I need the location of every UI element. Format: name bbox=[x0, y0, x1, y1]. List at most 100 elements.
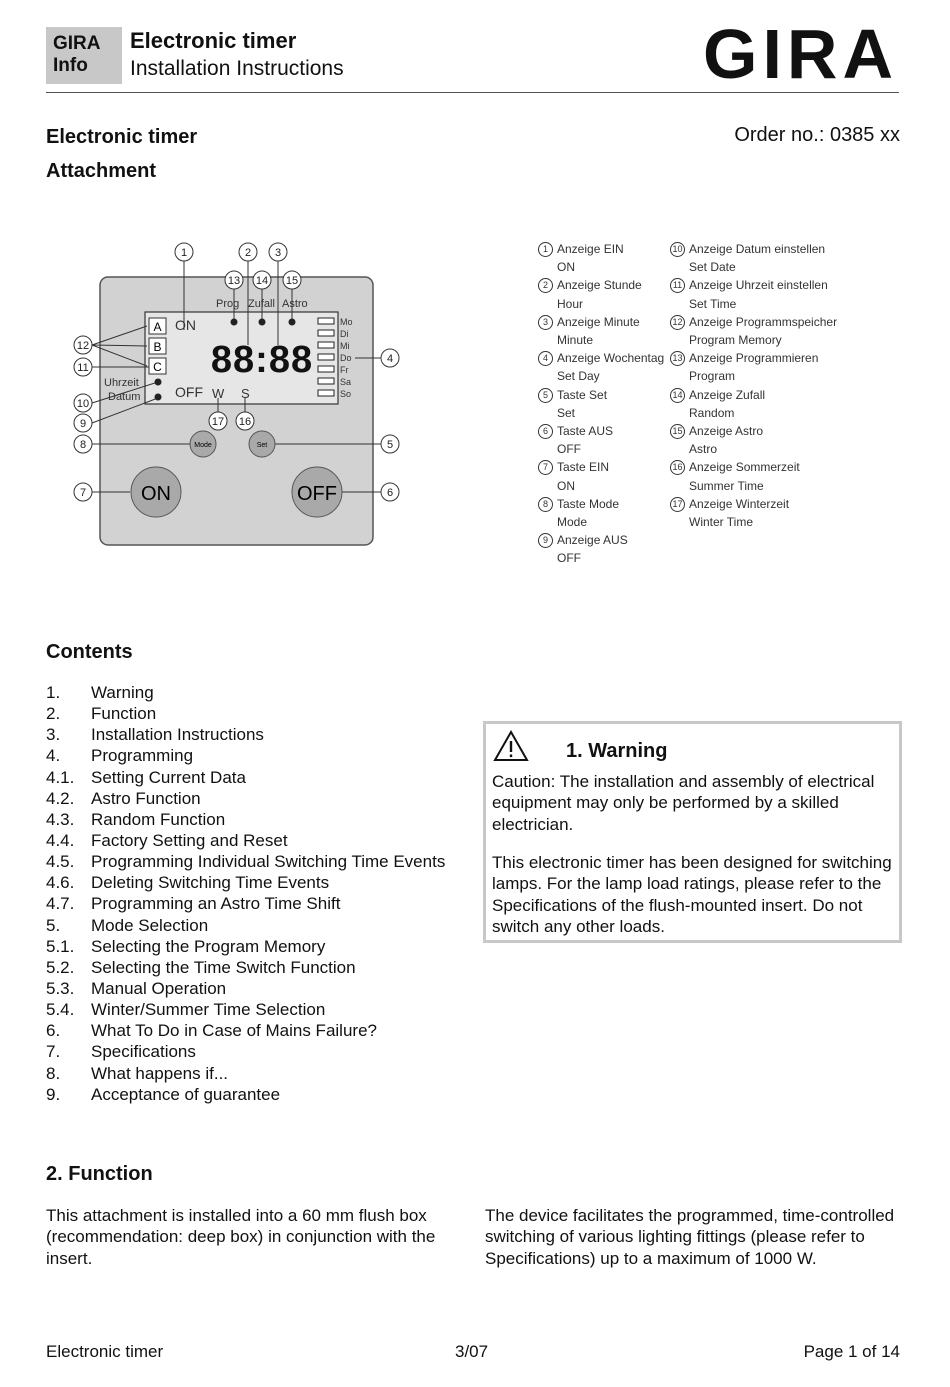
toc-item: 1.Warning bbox=[46, 683, 154, 702]
day-mo: Mo bbox=[340, 317, 353, 327]
on-button-label: ON bbox=[141, 483, 171, 505]
set-button-label: Set bbox=[257, 442, 268, 449]
callout-16: 16 bbox=[239, 416, 251, 428]
callout-3: 3 bbox=[275, 247, 281, 259]
day-fr: Fr bbox=[340, 365, 349, 375]
off-button-label: OFF bbox=[297, 483, 337, 505]
toc-item: 6.What To Do in Case of Mains Failure? bbox=[46, 1021, 377, 1041]
warning-triangle-icon bbox=[493, 730, 529, 761]
badge-line1: GIRA bbox=[53, 33, 101, 54]
callout-14: 14 bbox=[256, 275, 268, 287]
toc-item: 5.Mode Selection bbox=[46, 915, 209, 935]
header-divider bbox=[46, 92, 899, 93]
page-title: Electronic timer bbox=[46, 126, 198, 148]
timer-diagram: Prog Zufall Astro A B C ON OFF 88:88 Uhr… bbox=[73, 242, 400, 546]
warning-title: 1. Warning bbox=[566, 740, 668, 762]
toc-item: 5.3.Manual Operation bbox=[46, 978, 227, 998]
datum-label: Datum bbox=[108, 391, 140, 403]
winter-label: W bbox=[212, 386, 225, 401]
lcd-display bbox=[144, 311, 339, 405]
off-button bbox=[291, 466, 343, 518]
day-do: Do bbox=[340, 353, 352, 363]
attachment-heading: Attachment bbox=[46, 160, 157, 182]
toc-item: 5.4.Winter/Summer Time Selection bbox=[46, 1000, 326, 1020]
callout-15: 15 bbox=[286, 275, 298, 287]
callout-1: 1 bbox=[181, 247, 187, 259]
memory-b-label: B bbox=[153, 340, 161, 354]
table-of-contents: 1.Warning 2.Function 3.Installation Inst… bbox=[46, 682, 445, 1105]
callout-5: 5 bbox=[387, 439, 393, 451]
callout-11: 11 bbox=[77, 362, 88, 374]
callout-8: 8 bbox=[80, 439, 86, 451]
toc-item: 8.What happens if... bbox=[46, 1063, 229, 1083]
callout-7: 7 bbox=[80, 487, 86, 499]
function-heading: 2. Function bbox=[46, 1163, 153, 1185]
gira-info-badge: GIRA Info bbox=[46, 27, 122, 84]
time-digits: 88:88 bbox=[211, 339, 313, 381]
toc-item: 2.Function bbox=[46, 704, 157, 724]
set-button bbox=[248, 430, 276, 458]
summer-label: S bbox=[241, 386, 250, 401]
callout-12: 12 bbox=[77, 340, 89, 352]
prog-label: Prog bbox=[216, 298, 239, 310]
off-indicator-label: OFF bbox=[175, 384, 203, 400]
toc-item: 7.Specifications bbox=[46, 1042, 196, 1062]
memory-c-label: C bbox=[153, 360, 162, 374]
callout-6: 6 bbox=[387, 487, 393, 499]
toc-item: 5.1.Selecting the Program Memory bbox=[46, 936, 326, 956]
footer-doc-title: Electronic timer bbox=[46, 1342, 164, 1361]
day-mi: Mi bbox=[340, 341, 350, 351]
toc-item: 4.1.Setting Current Data bbox=[46, 767, 246, 787]
toc-item: 4.5.Programming Individual Switching Tim… bbox=[46, 852, 446, 872]
uhrzeit-label: Uhrzeit bbox=[104, 377, 139, 389]
mode-button bbox=[189, 430, 217, 458]
toc-item: 4.4.Factory Setting and Reset bbox=[46, 830, 288, 850]
callout-10: 10 bbox=[77, 398, 89, 410]
footer-page-number: Page 1 of 14 bbox=[803, 1342, 900, 1361]
callout-9: 9 bbox=[80, 418, 86, 430]
toc-item: 4.2.Astro Function bbox=[46, 788, 201, 808]
astro-label: Astro bbox=[282, 298, 308, 310]
day-di: Di bbox=[340, 329, 349, 339]
gira-logo: GIRA bbox=[703, 15, 898, 93]
callout-2: 2 bbox=[245, 247, 251, 259]
toc-item: 3.Installation Instructions bbox=[46, 725, 264, 745]
day-sa: Sa bbox=[340, 377, 351, 387]
header-title: Electronic timer bbox=[130, 28, 297, 53]
toc-item: 4.3.Random Function bbox=[46, 809, 226, 829]
footer-date: 3/07 bbox=[455, 1342, 489, 1361]
toc-item: 9.Acceptance of guarantee bbox=[46, 1084, 281, 1104]
callout-4: 4 bbox=[387, 353, 393, 365]
badge-line2: Info bbox=[53, 55, 88, 76]
function-text-right: The device facilitates the programmed, t… bbox=[485, 1206, 895, 1268]
toc-item: 4.6.Deleting Switching Time Events bbox=[46, 873, 330, 893]
zufall-indicator bbox=[258, 318, 266, 326]
toc-item: 4.Programming bbox=[46, 746, 194, 766]
astro-indicator bbox=[288, 318, 296, 326]
memory-a-label: A bbox=[153, 320, 161, 334]
toc-item: 4.7.Programming an Astro Time Shift bbox=[46, 894, 341, 914]
function-text-left: This attachment is installed into a 60 m… bbox=[46, 1206, 436, 1268]
on-button bbox=[130, 466, 182, 518]
order-number: Order no.: 0385 xx bbox=[734, 124, 900, 146]
callout-13: 13 bbox=[228, 275, 240, 287]
zufall-label: Zufall bbox=[248, 298, 275, 310]
